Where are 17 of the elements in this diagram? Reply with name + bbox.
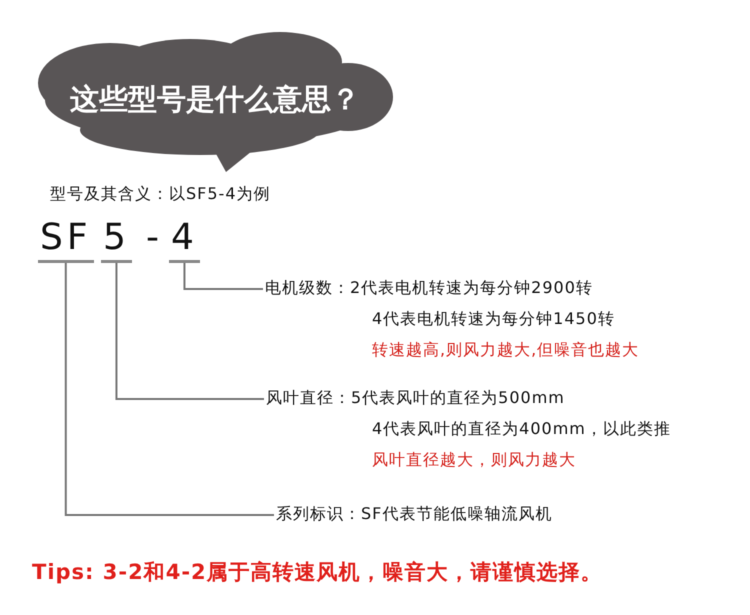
definition-text: 风叶直径：5代表风叶的直径为500mm bbox=[266, 388, 565, 408]
code-letter: 4 bbox=[169, 218, 200, 263]
note-text: 转速越高,则风力越大,但噪音也越大 bbox=[372, 340, 640, 360]
heading-text: 型号及其含义：以SF5-4为例 bbox=[50, 184, 270, 204]
note-text: 风叶直径越大，则风力越大 bbox=[372, 450, 576, 470]
tip-text: Tips: 3-2和4-2属于高转速风机，噪音大，请谨慎选择。 bbox=[32, 559, 603, 586]
definition-text: 电机级数：2代表电机转速为每分钟2900转 bbox=[265, 278, 593, 298]
leader-line bbox=[183, 263, 263, 290]
definition-text: 系列标识：SF代表节能低噪轴流风机 bbox=[276, 504, 552, 524]
definition-text: 4代表风叶的直径为400mm，以此类推 bbox=[372, 419, 671, 439]
code-letter: SF bbox=[38, 218, 94, 263]
hyphen-sign: - bbox=[146, 218, 159, 258]
definition-text: 4代表电机转速为每分钟1450转 bbox=[372, 309, 615, 329]
code-letter: 5 bbox=[101, 218, 132, 263]
leader-line bbox=[64, 263, 274, 516]
leader-line bbox=[115, 263, 264, 400]
bubble-text: 这些型号是什么意思？ bbox=[69, 81, 361, 117]
